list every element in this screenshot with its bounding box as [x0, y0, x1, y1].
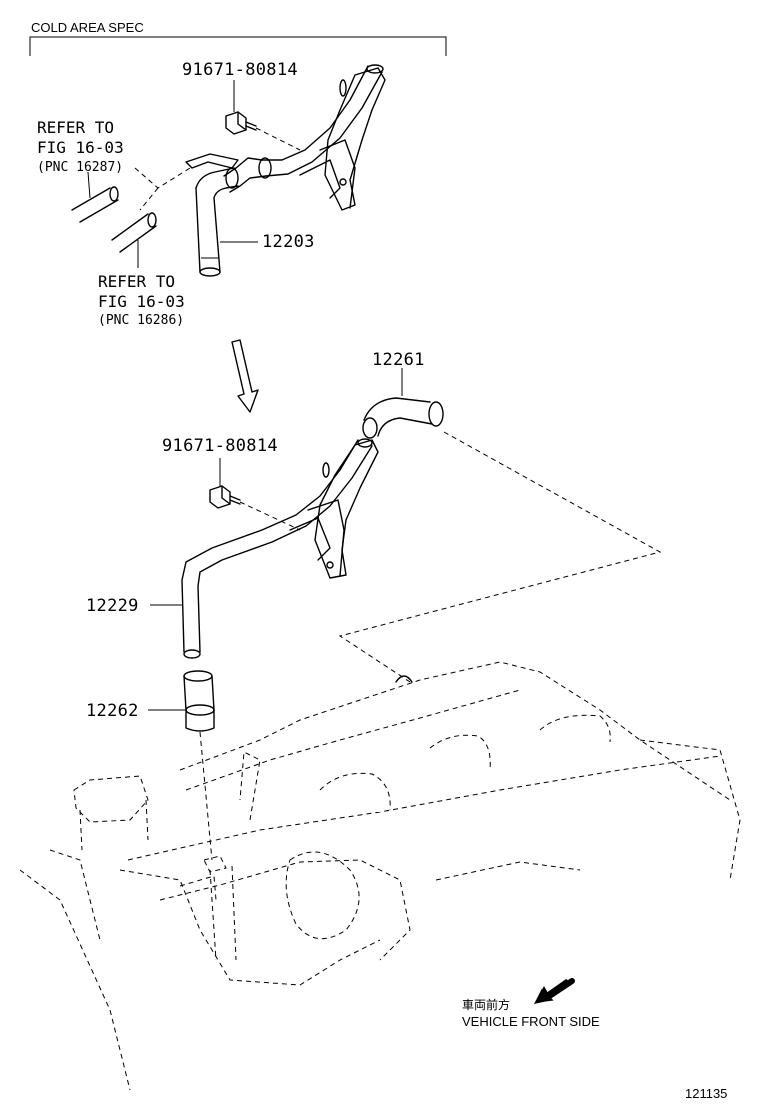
down-arrow: [231, 339, 259, 413]
refer-top-line1: REFER TO: [37, 118, 115, 137]
pipe-12229-drawing: [150, 438, 373, 659]
vehicle-front-jp: 車両前方: [462, 998, 511, 1012]
grommet-12262-drawing: [148, 670, 215, 861]
dashed-guide: [338, 431, 662, 683]
part-number-12261: 12261: [372, 350, 425, 370]
refer-top-line3: (PNC 16287): [37, 160, 124, 175]
part-number-bolt-mid: 91671-80814: [162, 436, 278, 456]
part-number-12262: 12262: [86, 701, 139, 721]
engine-block: [19, 661, 741, 1091]
top-left-clip: [185, 153, 239, 169]
hose-stubs-refer: [71, 167, 191, 253]
front-arrow-icon: [534, 978, 575, 1004]
vehicle-front-side-label: VEHICLE FRONT SIDE: [462, 1014, 600, 1029]
hose-12203-drawing: [195, 167, 239, 277]
refer-bottom-line2: FIG 16-03: [98, 292, 185, 311]
leader-lines-top: [87, 80, 258, 268]
part-number-bolt-top: 91671-80814: [182, 60, 298, 80]
refer-bottom-line3: (PNC 16286): [98, 313, 185, 328]
bolt-top-drawing: [225, 111, 301, 151]
hose-12261-drawing: [362, 368, 444, 439]
cold-area-spec-title: COLD AREA SPEC: [31, 20, 144, 35]
top-pipe: [223, 64, 384, 193]
refer-bottom-line1: REFER TO: [98, 272, 176, 291]
refer-top-line2: FIG 16-03: [37, 138, 124, 157]
part-number-12203: 12203: [262, 232, 315, 252]
part-number-12229: 12229: [86, 596, 139, 616]
mid-bracket: [289, 439, 379, 579]
cold-area-bracket: [29, 36, 447, 56]
bolt-mid-drawing: [209, 458, 301, 531]
figure-id: 121135: [685, 1086, 728, 1101]
